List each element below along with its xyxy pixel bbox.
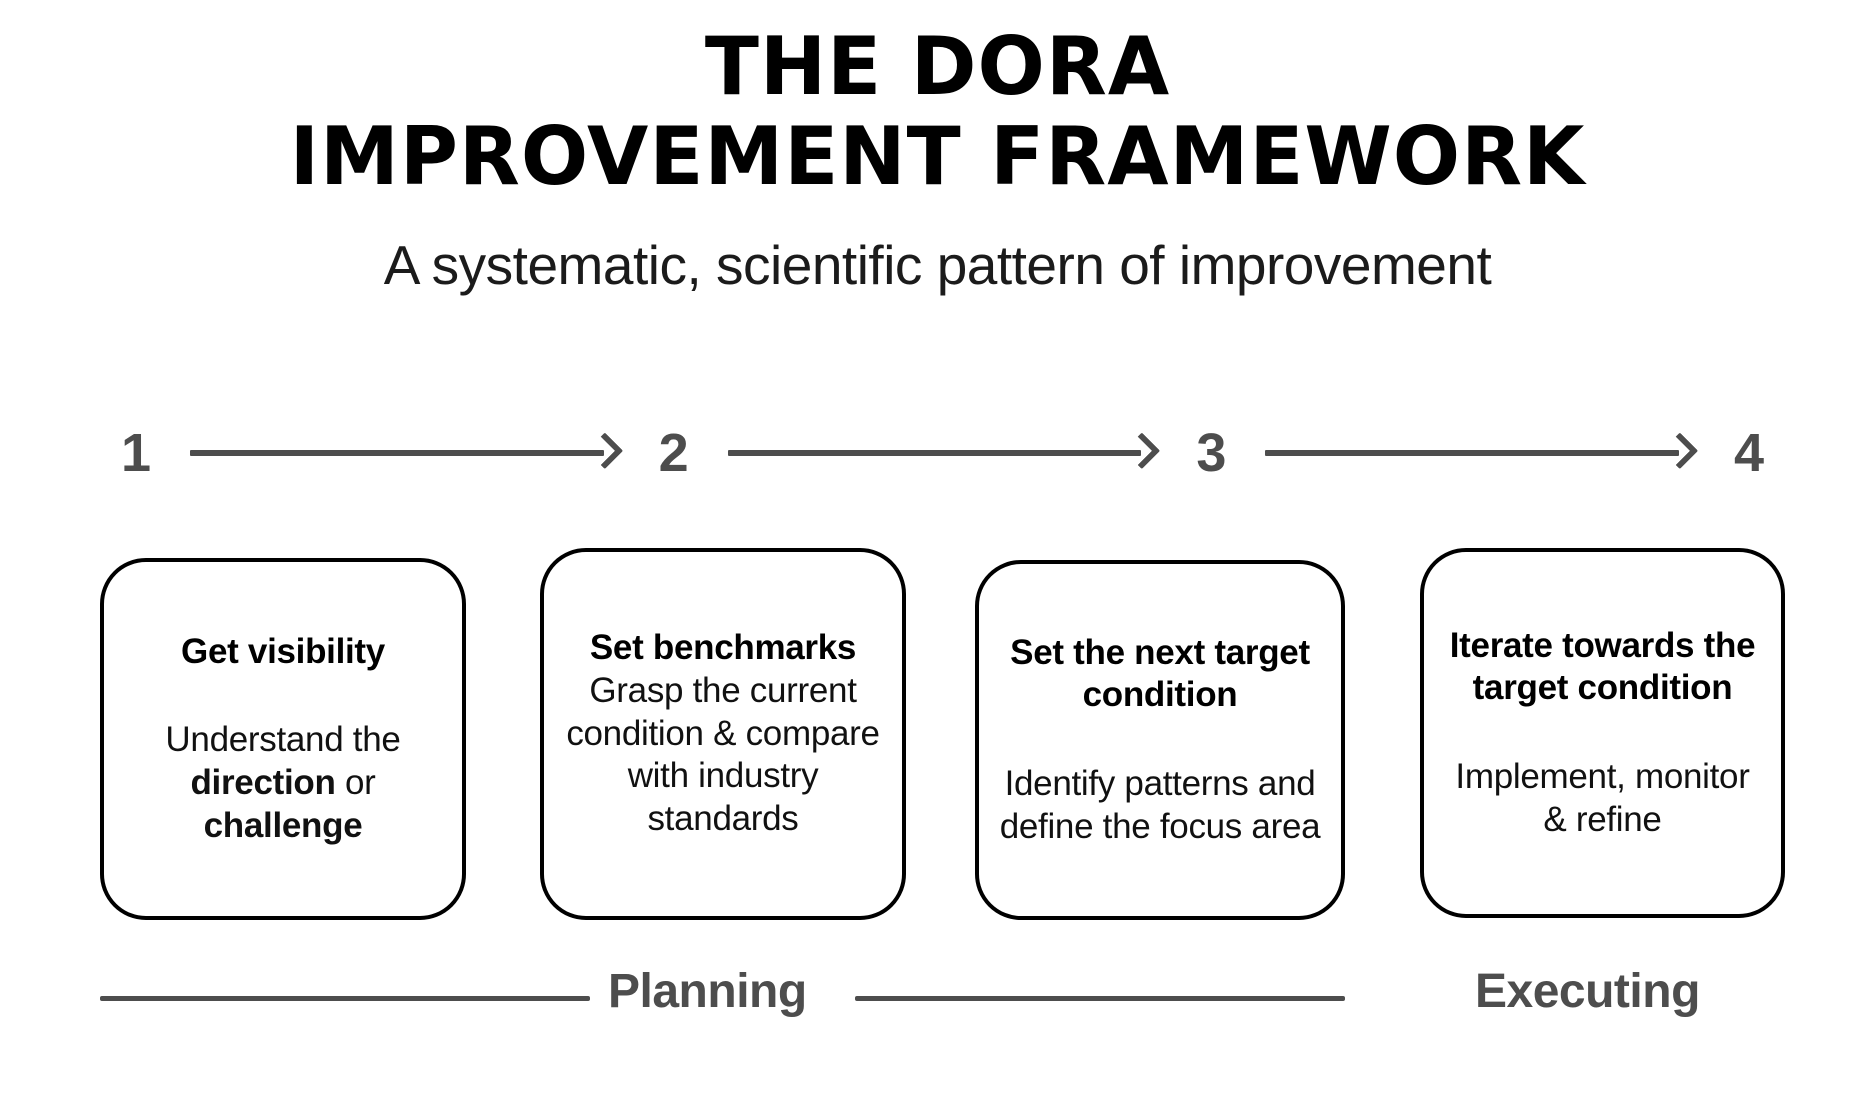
arrow-right-icon-2	[727, 432, 1161, 470]
steps-progression: 1 2 3 4	[100, 418, 1785, 488]
page-title-line-2: IMPROVEMENT FRAMEWORK	[289, 110, 1586, 204]
header: THE DORA IMPROVEMENT FRAMEWORK A systema…	[0, 0, 1875, 297]
page-title: THE DORA IMPROVEMENT FRAMEWORK	[9, 0, 1865, 203]
step-card-2-body: Grasp the current condition & compare wi…	[566, 670, 880, 839]
phase-label-planning: Planning	[608, 965, 807, 1018]
step-card-1-title: Get visibility	[181, 631, 385, 671]
arrow-shaft	[727, 450, 1142, 456]
step-card-1-body-emphasis-1: direction	[190, 763, 336, 802]
step-card-4-title: Iterate towards the target condition	[1449, 625, 1756, 708]
step-card-3-title: Set the next target condition	[1010, 632, 1310, 715]
arrow-right-icon-3	[1265, 432, 1699, 470]
step-number-1: 1	[120, 423, 152, 483]
phase-label-executing: Executing	[1475, 965, 1700, 1018]
step-number-3: 3	[1196, 423, 1227, 483]
step-card-3-body: Identify patterns and define the focus a…	[999, 764, 1321, 846]
step-card-1-body: Understand the direction or challenge	[122, 719, 444, 847]
step-card-1-body-emphasis-2: challenge	[203, 805, 363, 845]
phase-divider-line-right	[855, 996, 1345, 1001]
step-card-1-body-middle: or	[335, 763, 376, 802]
step-card-2: Set benchmarks Grasp the current conditi…	[540, 548, 906, 920]
page-title-line-1: THE DORA	[704, 20, 1171, 113]
phase-divider-line-left	[100, 996, 590, 1001]
step-number-2: 2	[658, 423, 689, 483]
page-subtitle: A systematic, scientific pattern of impr…	[383, 233, 1492, 296]
arrow-shaft	[190, 450, 604, 456]
step-card-1-body-prefix: Understand the	[165, 720, 401, 760]
step-card-3: Set the next target condition Identify p…	[975, 560, 1345, 920]
step-card-2-title: Set benchmarks	[589, 628, 857, 668]
arrow-shaft	[1265, 450, 1680, 456]
step-card-4: Iterate towards the target condition Imp…	[1420, 548, 1785, 918]
phase-legend: Planning Executing	[0, 968, 1875, 1028]
arrow-right-icon-1	[190, 432, 623, 470]
step-card-4-body: Implement, monitor & refine	[1455, 757, 1750, 839]
step-card-1: Get visibility Understand the direction …	[100, 558, 466, 920]
step-number-4: 4	[1733, 423, 1765, 483]
